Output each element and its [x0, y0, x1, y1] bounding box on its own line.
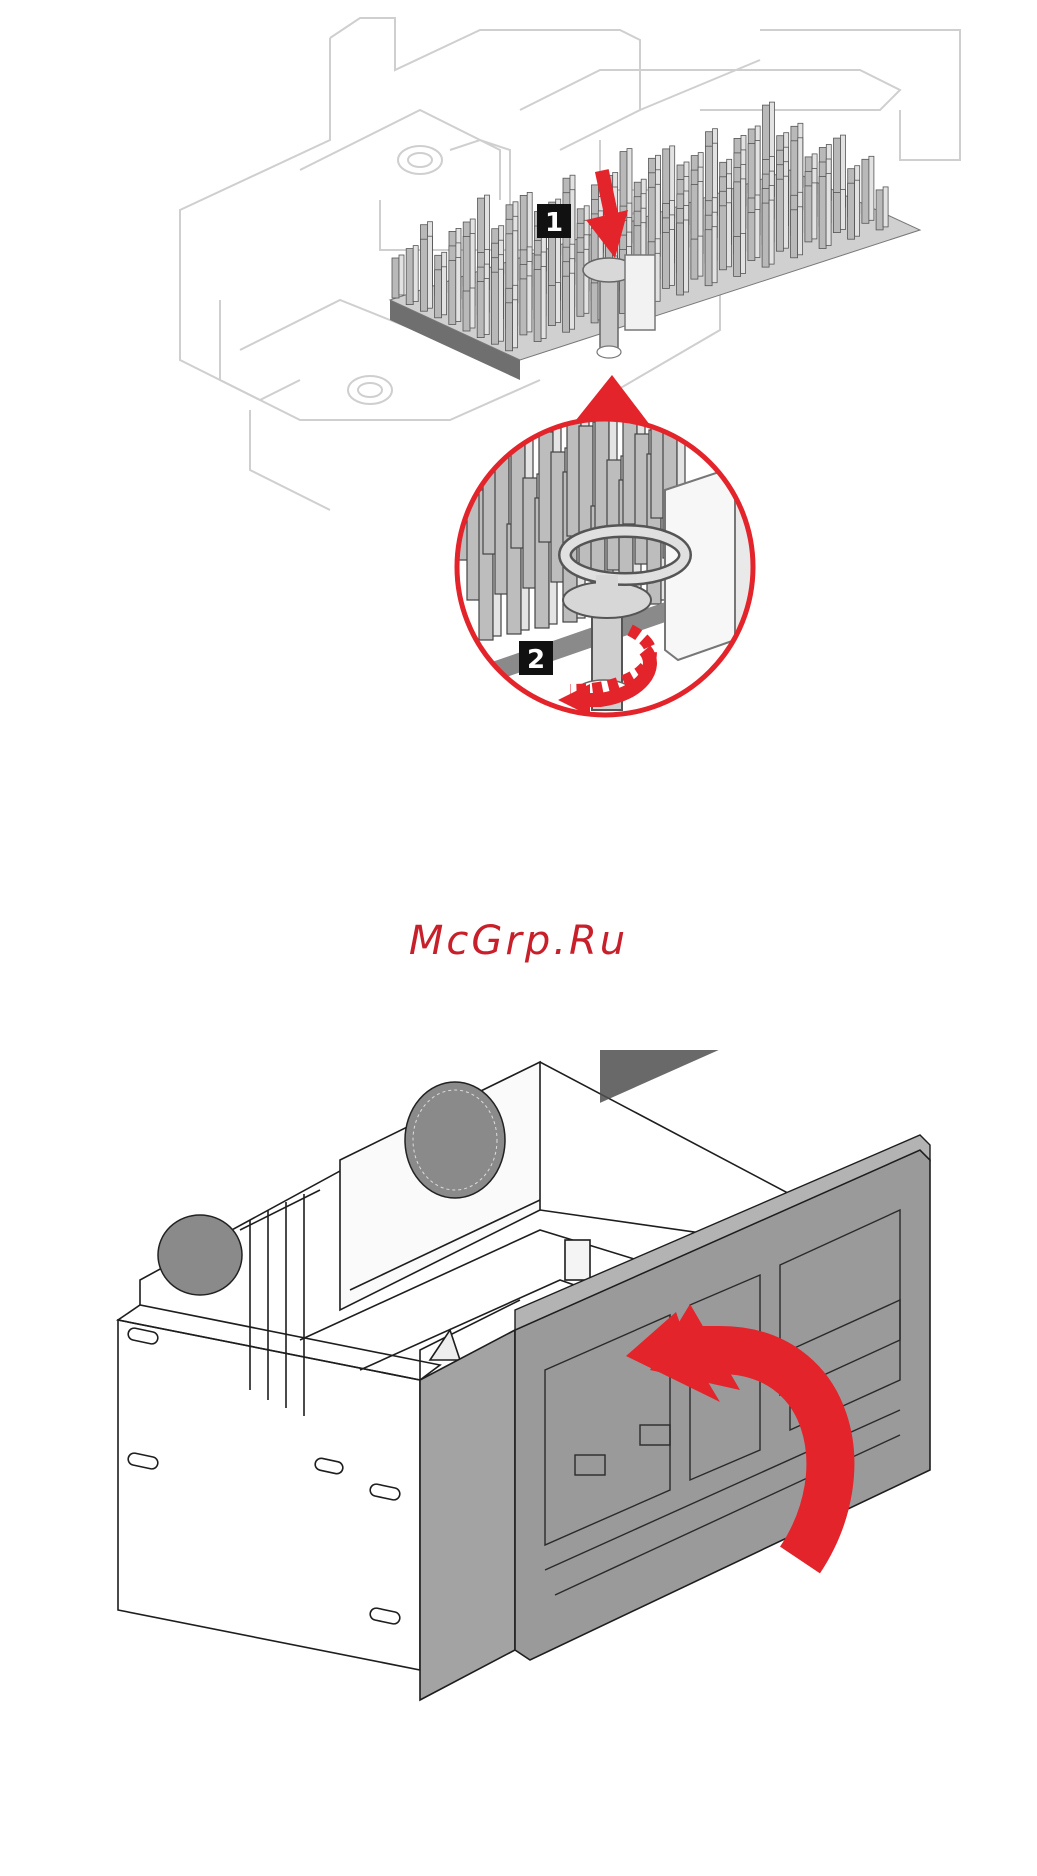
- heatsink-fin: [819, 174, 831, 249]
- chassis-diagram: [0, 1050, 1037, 1770]
- heatsink-fin: [563, 273, 575, 332]
- heatsink-fin: [748, 210, 760, 261]
- step-1-label: 1: [545, 208, 563, 238]
- heatsink-fin: [848, 180, 860, 239]
- heatsink-fin: [791, 207, 803, 258]
- heatsink-fin: [734, 233, 746, 276]
- heatsink-fin: [805, 183, 817, 242]
- heatsink-fin: [677, 220, 689, 295]
- heatsink-fin: [776, 176, 788, 251]
- heatsink-fin: [420, 236, 432, 311]
- heatsink-fin: [463, 288, 475, 331]
- heatsink-fin: [392, 255, 404, 298]
- heatsink-fin: [833, 190, 845, 233]
- heatsink-fin: [534, 267, 546, 342]
- bezel-install-figure: [0, 1050, 1037, 1770]
- heatsink-fin: [762, 200, 774, 267]
- heatsink-fin: [862, 156, 874, 223]
- heatsink-fin: [719, 203, 731, 270]
- heatsink-fin: [876, 187, 888, 230]
- zoom-callout: 2: [440, 376, 760, 717]
- step-2-label: 2: [527, 645, 545, 675]
- heatsink-diagram: 1 2: [0, 0, 1037, 720]
- heatsink-fin: [705, 227, 717, 286]
- heatsink-fin: [520, 276, 532, 335]
- heatsink-fin: [577, 249, 589, 316]
- heatsink-install-figure: 1 2: [0, 0, 1037, 720]
- watermark-text: McGrp.Ru: [0, 918, 1037, 964]
- heatsink-fin: [477, 279, 489, 338]
- heatsink-fin: [449, 257, 461, 324]
- heatsink-fin: [435, 267, 447, 318]
- step-2-badge: 2: [519, 641, 553, 675]
- heatsink-fin: [406, 246, 418, 305]
- step-1-badge: 1: [537, 204, 571, 238]
- heatsink-fin: [691, 236, 703, 279]
- heatsink-fin: [662, 229, 674, 288]
- heatsink-fin: [506, 300, 518, 351]
- heatsink-fin: [491, 269, 503, 344]
- fan-grill: [158, 1082, 505, 1295]
- heatsink-fin: [548, 283, 560, 326]
